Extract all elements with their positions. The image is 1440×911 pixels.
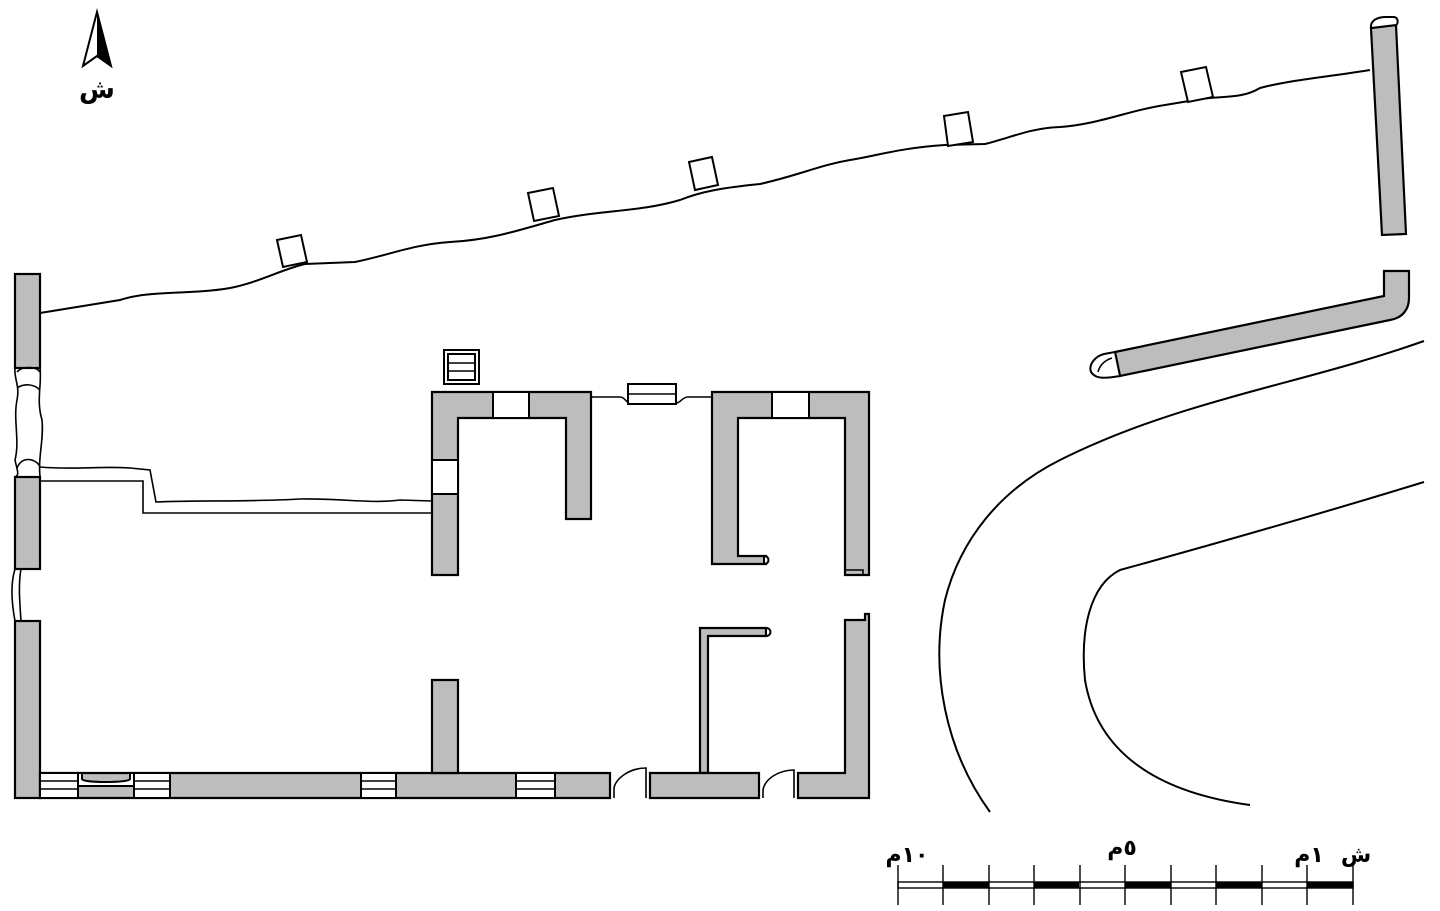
room-west <box>430 390 593 577</box>
west-wall <box>11 272 44 800</box>
corridor-wall <box>39 466 433 514</box>
scale-label-one: ١م <box>1294 843 1324 868</box>
east-lower-wall <box>796 612 871 800</box>
road-edge-inner <box>1082 481 1425 806</box>
scale-label-five: ٥م <box>1107 836 1137 861</box>
stair-symbol <box>443 349 480 385</box>
boundary-posts <box>275 65 1215 269</box>
door-swings <box>613 767 795 798</box>
east-wall <box>1369 16 1408 237</box>
scale-label-ten: ١٠م <box>886 843 929 868</box>
scale-label-zero: ش <box>1341 843 1371 868</box>
south-wall <box>38 678 761 800</box>
road-edge-outer <box>938 340 1425 813</box>
curb-wall <box>1089 269 1411 379</box>
scale-bar: ١٠م ٥م ١م ش <box>886 836 1371 905</box>
north-arrow: ش <box>79 8 115 105</box>
room-east <box>710 390 871 577</box>
boundary-line <box>39 69 1371 314</box>
north-arrow-label: ش <box>79 75 115 105</box>
lower-partition <box>698 626 772 775</box>
middle-connector <box>591 383 712 405</box>
